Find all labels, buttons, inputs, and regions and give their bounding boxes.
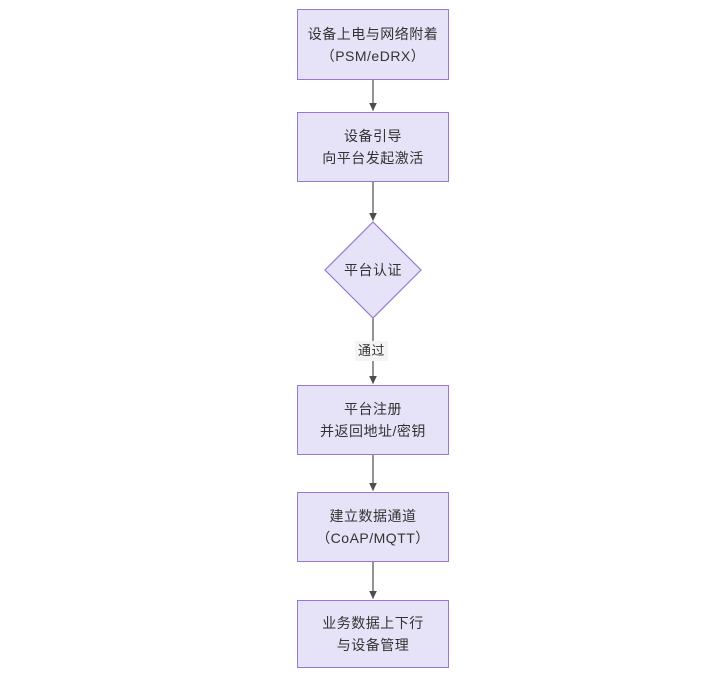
node-label: 平台认证 bbox=[344, 262, 402, 278]
node-label: 设备上电与网络附着 （PSM/eDRX） bbox=[307, 25, 439, 64]
node-label: 建立数据通道 （CoAP/MQTT） bbox=[316, 508, 430, 546]
node-device-bootstrap[interactable]: 设备引导 向平台发起激活 bbox=[297, 112, 449, 182]
node-label: 业务数据上下行 与设备管理 bbox=[322, 615, 424, 653]
node-platform-registration[interactable]: 平台注册 并返回地址/密钥 bbox=[297, 385, 449, 455]
node-establish-data-channel[interactable]: 建立数据通道 （CoAP/MQTT） bbox=[297, 492, 449, 562]
node-business-data-and-management[interactable]: 业务数据上下行 与设备管理 bbox=[297, 600, 449, 668]
diamond-shape bbox=[324, 221, 422, 319]
node-platform-authentication[interactable]: 平台认证 bbox=[324, 221, 422, 319]
node-label: 设备引导 向平台发起激活 bbox=[322, 128, 424, 166]
node-label: 平台注册 并返回地址/密钥 bbox=[320, 401, 426, 439]
edge-label-pass: 通过 bbox=[355, 341, 389, 361]
node-device-power-on[interactable]: 设备上电与网络附着 （PSM/eDRX） bbox=[297, 9, 449, 80]
